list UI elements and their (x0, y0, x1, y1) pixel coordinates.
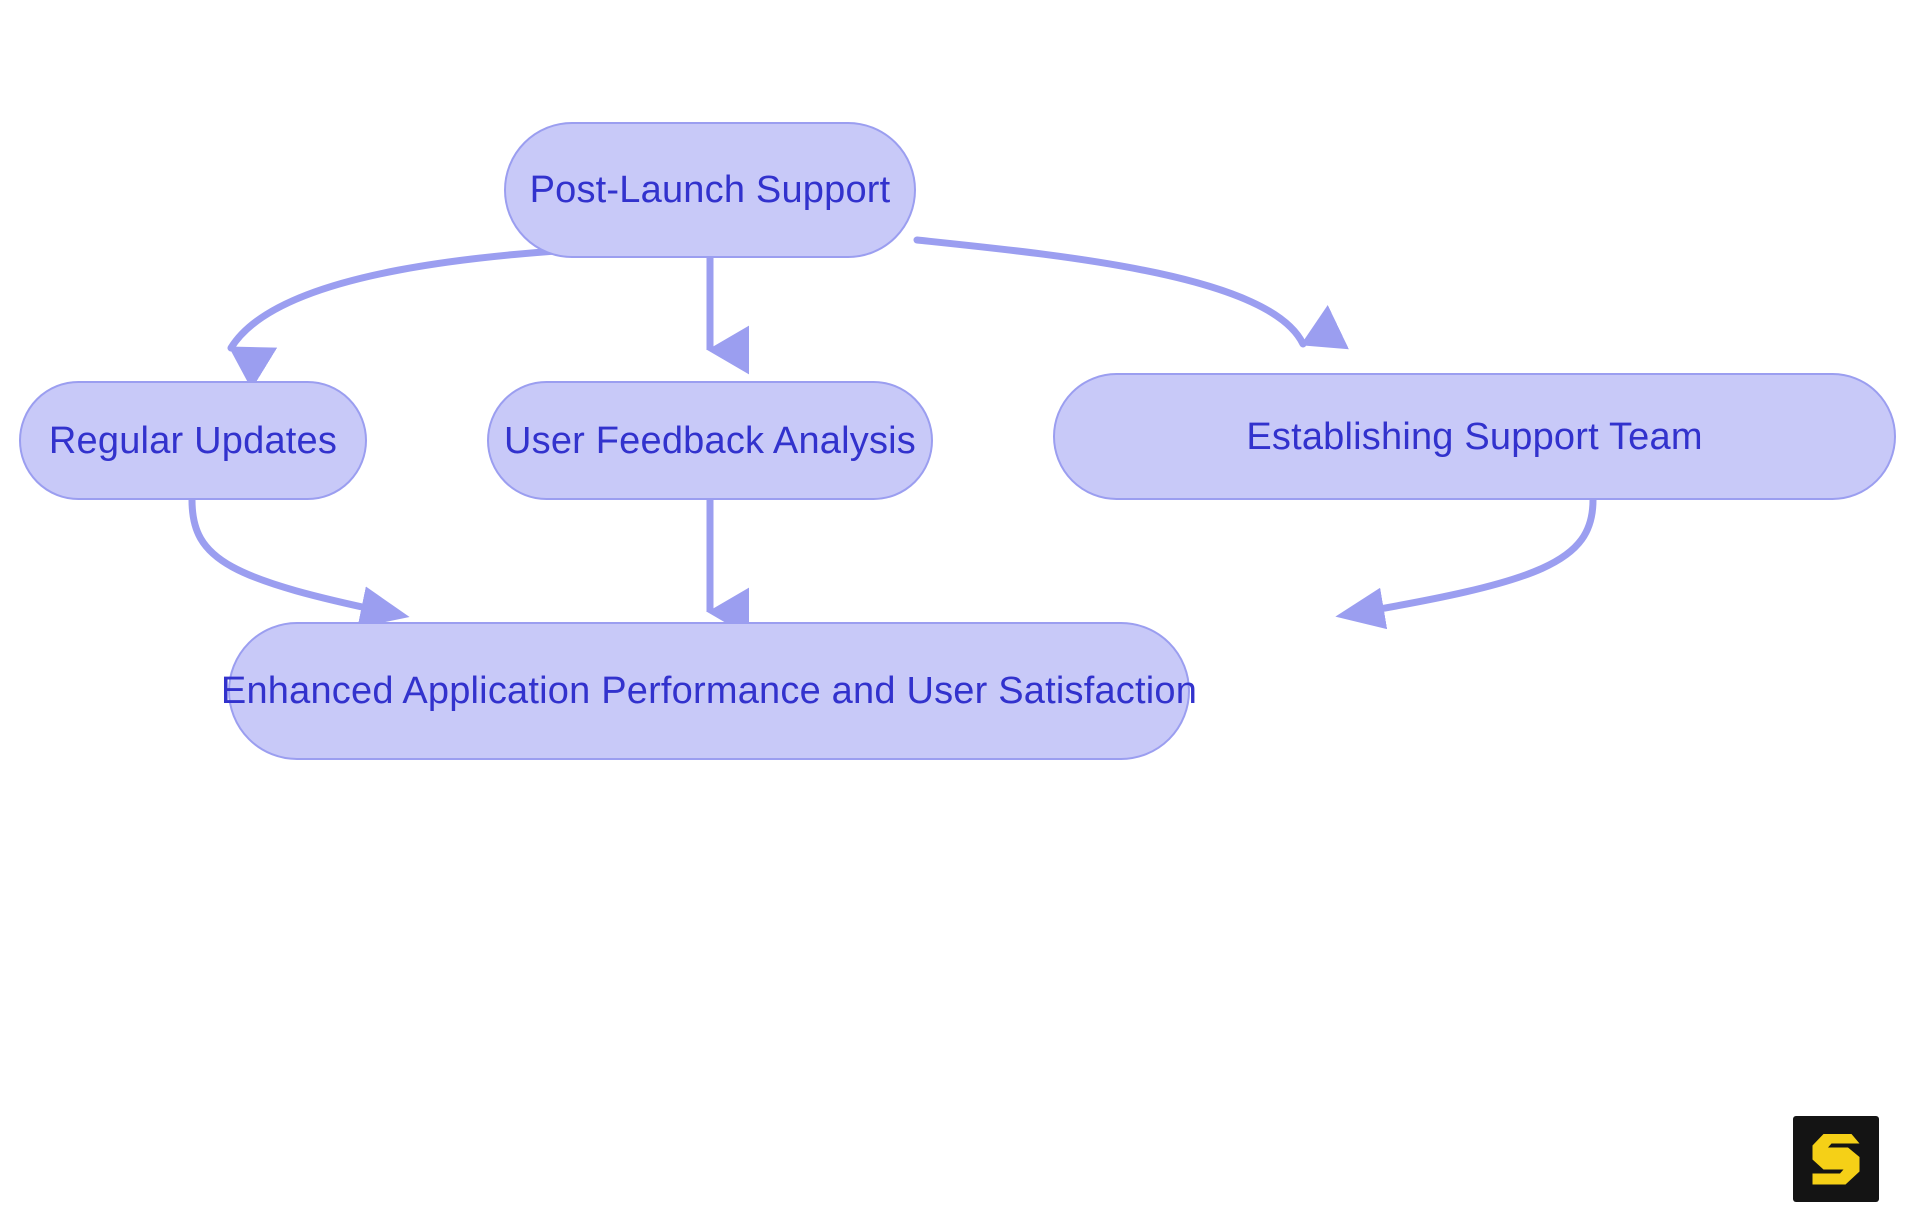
edge-support-team-to-outcome (1335, 496, 1597, 630)
edge-regular-updates-to-outcome (188, 496, 410, 628)
node-label: Regular Updates (48, 419, 338, 462)
node-establishing-support-team[interactable]: Establishing Support Team (1053, 373, 1896, 500)
node-regular-updates[interactable]: Regular Updates (19, 381, 367, 500)
node-label: User Feedback Analysis (503, 419, 917, 462)
node-post-launch-support[interactable]: Post-Launch Support (504, 122, 916, 258)
node-label: Enhanced Application Performance and Use… (220, 670, 1198, 712)
node-label: Post-Launch Support (529, 169, 891, 211)
logo-s-icon (1793, 1116, 1879, 1202)
node-user-feedback-analysis[interactable]: User Feedback Analysis (487, 381, 933, 500)
edge-root-to-support-team (913, 236, 1349, 350)
node-enhanced-application-performance-and-user-satisfaction[interactable]: Enhanced Application Performance and Use… (221, 622, 1197, 760)
edge-root-to-regular-updates (227, 243, 621, 390)
node-label: Establishing Support Team (1246, 415, 1703, 458)
